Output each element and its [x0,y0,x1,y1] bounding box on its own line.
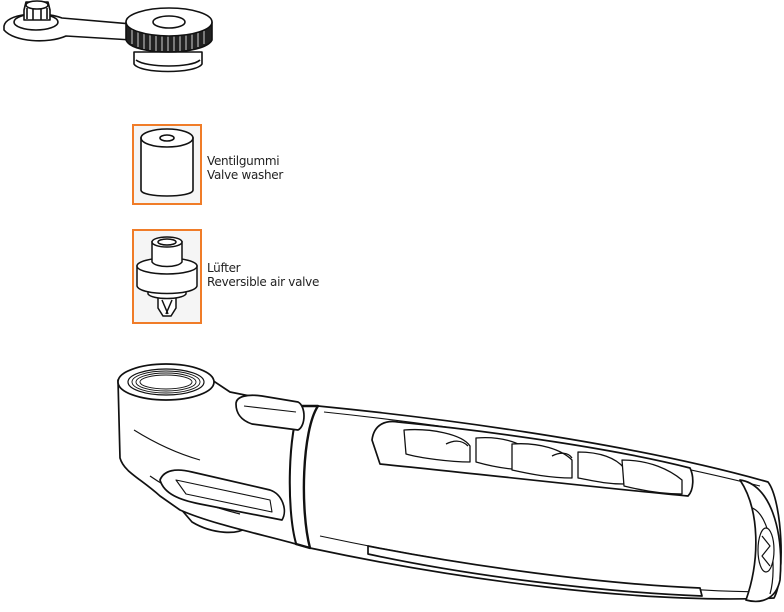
valve-washer-frame [132,124,202,205]
valve-washer-icon [140,128,194,197]
cap-top-hole [152,15,186,29]
air-valve-icon [136,236,198,317]
pump-illustration [117,363,782,603]
valve-washer-label-de: Ventilgummi [207,154,280,168]
air-valve-label-en: Reversible air valve [207,275,320,289]
pump-port-thread [127,368,205,396]
pump-lower-slot [367,545,703,597]
pump-barrel [295,405,782,600]
strap-nut-top [25,0,49,10]
pump-handle-segments [403,428,683,495]
dust-cap-illustration [3,0,213,73]
air-valve-label-de: Lüfter [207,261,241,275]
pump-head-button [235,394,305,431]
air-valve-label: Lüfter Reversible air valve [207,261,319,289]
pump-end-cap-logo [757,527,775,573]
valve-washer-label: Ventilgummi Valve washer [207,154,283,182]
valve-washer-label-en: Valve washer [207,168,284,182]
air-valve-frame [132,229,202,324]
cap-collar [133,51,203,73]
